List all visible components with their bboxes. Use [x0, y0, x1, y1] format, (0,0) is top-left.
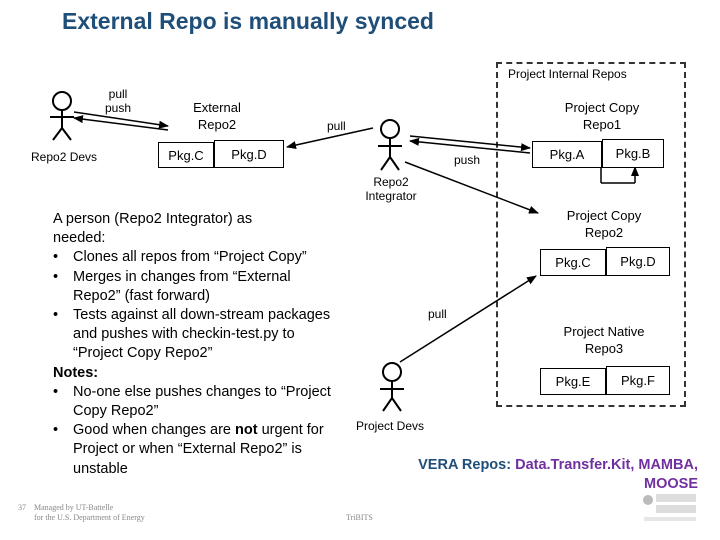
vera-items: Data.Transfer.Kit, MAMBA, [515, 457, 698, 473]
vera-items-2: MOOSE [644, 476, 698, 492]
lab-logo-icon [643, 494, 696, 521]
repo2-integrator-label-line2: Integrator [365, 189, 417, 203]
bullet-text: Clones all repos from “Project Copy” [73, 249, 307, 266]
list-item: •Merges in changes from “External Repo2”… [53, 268, 353, 306]
repo2-devs-figure [50, 91, 74, 141]
managed-by: Managed by UT-Battelle for the U.S. Depa… [34, 503, 145, 523]
vera-label: VERA Repos: [418, 457, 512, 473]
bullet-text: Tests against all down-stream packages a… [73, 307, 331, 362]
list-item: •Tests against all down-stream packages … [53, 306, 353, 364]
repo2-integrator-label: Repo2 Integrator [358, 175, 424, 203]
repo3-pkg-f: Pkg.F [606, 366, 670, 395]
footer-center: TriBITS [346, 513, 373, 522]
repo1-pkg-b: Pkg.B [602, 139, 664, 168]
integrator-pull-label: pull [327, 119, 346, 133]
integrator-pull-external-arrow [286, 127, 374, 149]
note-text: Good when changes are not urgent for Pro… [73, 421, 353, 479]
integrator-repo1-arrow [409, 135, 531, 152]
project-devs-figure [380, 362, 404, 412]
repo1-integrator-arrow [409, 137, 531, 154]
projectdevs-pull-label: pull [428, 307, 447, 321]
repo2-title-line2: Repo2 [584, 225, 624, 240]
repo2-title-line1: Project Copy [566, 208, 642, 223]
project-copy-repo1-title: Project Copy Repo1 [552, 99, 652, 133]
vera-repos: VERA Repos: Data.Transfer.Kit, MAMBA, MO… [394, 456, 698, 494]
repo2-integrator-label-line1: Repo2 [373, 175, 409, 189]
repo2-pkg-c: Pkg.C [540, 249, 606, 276]
repo3-pkg-e: Pkg.E [540, 368, 606, 395]
page-number: 37 [18, 503, 26, 512]
list-item: •Clones all repos from “Project Copy” [53, 248, 353, 267]
description-intro-line2: needed: [53, 230, 106, 247]
external-pkg-c: Pkg.C [158, 142, 214, 168]
repo2-integrator-figure [378, 119, 402, 171]
repo1-pkg-a: Pkg.A [532, 141, 602, 168]
bullet-text: Merges in changes from “External Repo2” … [73, 268, 291, 304]
note-text: No-one else pushes changes to “Project C… [73, 383, 331, 420]
list-item: •No-one else pushes changes to “Project … [53, 383, 353, 421]
region-label: Project Internal Repos [508, 67, 627, 81]
pull-label: pull [108, 87, 128, 101]
repo2-devs-label: Repo2 Devs [31, 150, 98, 164]
projectdevs-pull-repo2-arrow [399, 275, 537, 363]
description-intro-line1: A person (Repo2 Integrator) as [53, 211, 253, 227]
repo1-title-line2: Repo1 [582, 117, 622, 132]
external-repo2-title: External Repo2 [172, 99, 262, 133]
external-to-devs-arrow [73, 115, 169, 131]
note-text-strong: not [235, 422, 258, 439]
external-pkg-d: Pkg.D [214, 140, 284, 168]
note-text-pre: Good when changes are [73, 422, 236, 439]
integrator-description: A person (Repo2 Integrator) as needed: •… [53, 210, 353, 479]
repo1-title-line1: Project Copy [564, 100, 640, 115]
project-copy-repo2-title: Project Copy Repo2 [554, 207, 654, 241]
page-title: External Repo is manually synced [62, 8, 434, 34]
integrator-push-label: push [454, 153, 481, 167]
repo2-pkg-d: Pkg.D [606, 247, 670, 276]
repo3-title-line2: Repo3 [584, 341, 624, 356]
project-native-repo3-title: Project Native Repo3 [552, 323, 656, 357]
devs-pull-push-label: pull push [100, 87, 136, 115]
managed-line1: Managed by UT-Battelle [34, 503, 114, 512]
repo3-title-line1: Project Native [563, 324, 645, 339]
note-text-post: urgent for Project or when “External Rep… [73, 422, 324, 477]
notes-heading: Notes: [53, 364, 99, 381]
project-devs-label: Project Devs [356, 419, 425, 433]
managed-line2: for the U.S. Department of Energy [34, 513, 145, 522]
external-repo2-title-line1: External [193, 100, 241, 115]
integrator-push-repo2-arrow [404, 161, 539, 214]
devs-to-external-arrow [73, 111, 169, 129]
list-item: •Good when changes are not urgent for Pr… [53, 421, 353, 479]
project-internal-region [496, 62, 686, 407]
push-label: push [104, 101, 132, 115]
external-repo2-title-line2: Repo2 [197, 117, 237, 132]
